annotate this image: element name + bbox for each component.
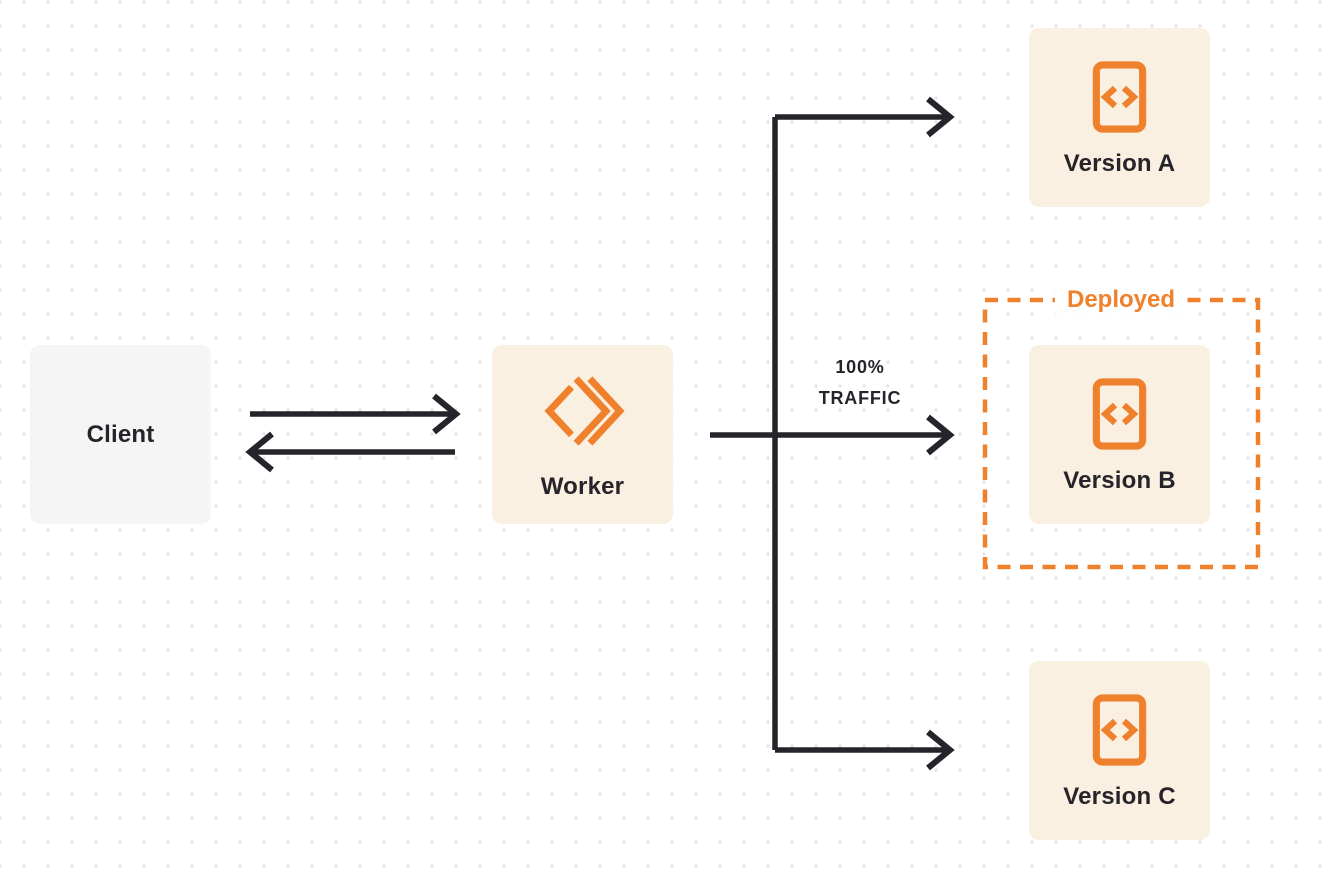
- traffic-percentage-caption: TRAFFIC: [818, 388, 902, 408]
- deployed-label: Deployed: [1054, 284, 1188, 316]
- arrow-worker-to-client: [245, 431, 455, 473]
- code-file-icon: [1092, 377, 1147, 450]
- traffic-percentage-label: 100% TRAFFIC: [819, 352, 902, 414]
- worker-label: Worker: [540, 472, 625, 500]
- deployed-group: Deployed: [985, 284, 1258, 567]
- version-b-label: Version B: [1063, 466, 1176, 494]
- node-client: Client: [30, 345, 211, 524]
- workers-logo-icon: [543, 375, 625, 446]
- code-file-icon: [1092, 60, 1147, 133]
- client-label: Client: [86, 420, 155, 448]
- arrow-to-version-b: [775, 414, 955, 456]
- node-worker: Worker: [492, 345, 673, 524]
- version-c-label: Version C: [1063, 782, 1176, 810]
- arrow-client-to-worker: [250, 393, 461, 435]
- arrow-to-version-c: [775, 729, 955, 771]
- node-version-b: Version B: [1029, 345, 1210, 524]
- node-version-c: Version C: [1029, 661, 1210, 840]
- traffic-percentage-value: 100%: [835, 357, 885, 377]
- version-a-label: Version A: [1063, 149, 1176, 177]
- traffic-split-trunk-line: [710, 117, 778, 750]
- node-version-a: Version A: [1029, 28, 1210, 207]
- code-file-icon: [1092, 693, 1147, 766]
- arrow-to-version-a: [775, 96, 955, 138]
